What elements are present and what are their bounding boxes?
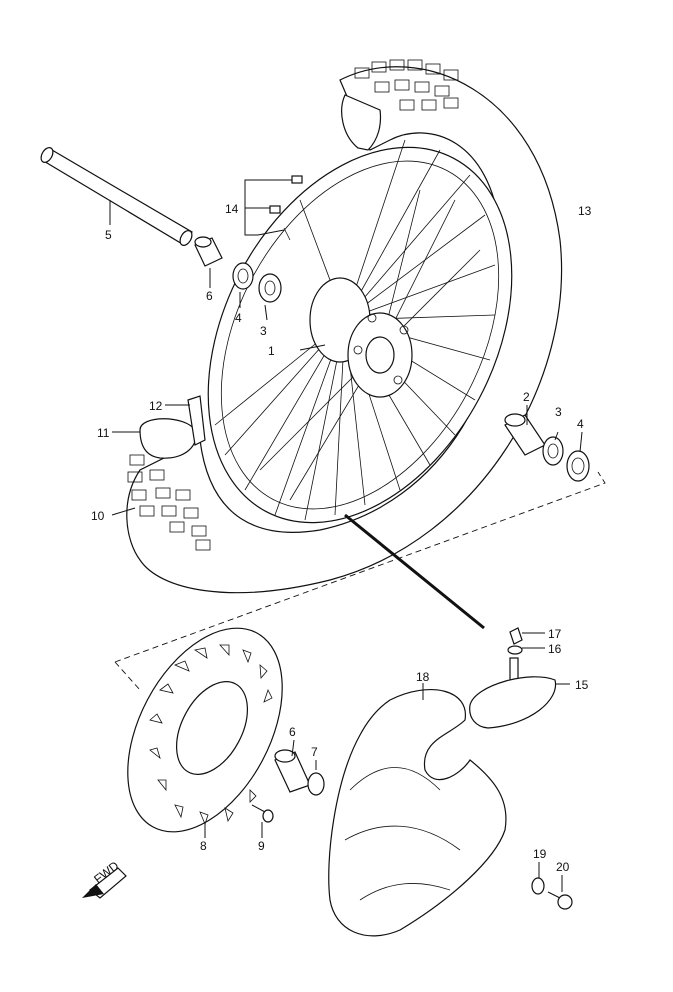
disc-guard <box>328 689 507 937</box>
part-labels: 1 2 3 3 4 4 5 6 6 7 8 9 10 11 12 13 14 1… <box>91 202 592 874</box>
label-6-upper: 6 <box>206 289 213 303</box>
spacer-left <box>194 236 223 267</box>
label-7: 7 <box>311 745 318 759</box>
label-12: 12 <box>149 399 163 413</box>
valve-pointer-line <box>344 513 485 630</box>
label-5: 5 <box>105 228 112 242</box>
assembly-boundary-line-left <box>114 661 141 691</box>
label-1: 1 <box>268 344 275 358</box>
assembly-boundary-line <box>114 471 606 663</box>
label-13: 13 <box>578 204 592 218</box>
forward-arrow-icon: FWD <box>82 858 127 899</box>
label-4-left: 4 <box>235 311 242 325</box>
bearing-left <box>258 273 282 303</box>
collar-lower <box>307 772 325 796</box>
rim-lock <box>469 627 557 729</box>
label-4-right: 4 <box>577 417 584 431</box>
label-8: 8 <box>200 839 207 853</box>
label-14: 14 <box>225 202 239 216</box>
label-18: 18 <box>416 670 430 684</box>
front-axle <box>40 147 193 246</box>
brake-disc <box>127 627 283 833</box>
wheel-hub <box>309 277 413 398</box>
spacer-right <box>504 413 546 456</box>
label-17: 17 <box>548 627 562 641</box>
label-3-right: 3 <box>555 405 562 419</box>
label-6-lower: 6 <box>289 725 296 739</box>
oil-seal-right <box>566 450 590 482</box>
guard-bolt <box>547 891 573 910</box>
label-16: 16 <box>548 642 562 656</box>
label-19: 19 <box>533 847 547 861</box>
label-3-left: 3 <box>260 324 267 338</box>
spacer-lower <box>274 749 311 793</box>
inner-tube-section <box>139 418 197 459</box>
guard-washer <box>531 877 545 895</box>
leader-lines <box>109 179 583 892</box>
label-10: 10 <box>91 509 105 523</box>
label-11: 11 <box>97 426 110 440</box>
bearing-right <box>542 436 564 466</box>
label-20: 20 <box>556 860 570 874</box>
label-9: 9 <box>258 839 265 853</box>
rim-band <box>187 395 206 446</box>
label-2: 2 <box>523 390 530 404</box>
oil-seal-left <box>232 262 254 290</box>
label-15: 15 <box>575 678 589 692</box>
spoke-nipples <box>269 175 303 241</box>
disc-bolt <box>251 804 274 823</box>
